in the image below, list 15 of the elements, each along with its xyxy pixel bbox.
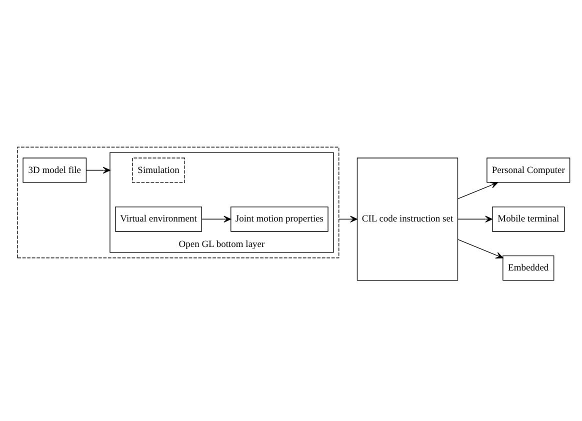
arrow [86, 166, 110, 174]
node-box: Embedded [502, 255, 554, 280]
arrow [458, 238, 504, 258]
arrow [338, 215, 358, 222]
arrow [458, 215, 493, 222]
cluster [17, 146, 340, 258]
node-box: Virtual environment [115, 206, 202, 232]
arrow [458, 181, 498, 199]
node-box: 3D model file [22, 157, 87, 182]
node-box: CIL code instruction set [356, 157, 458, 280]
node-box: Personal Computer [486, 157, 570, 182]
node-box: Joint motion properties [230, 206, 328, 232]
arrow [201, 215, 232, 222]
node-box: Simulation [132, 157, 186, 182]
node-box: Mobile terminal [492, 206, 565, 232]
